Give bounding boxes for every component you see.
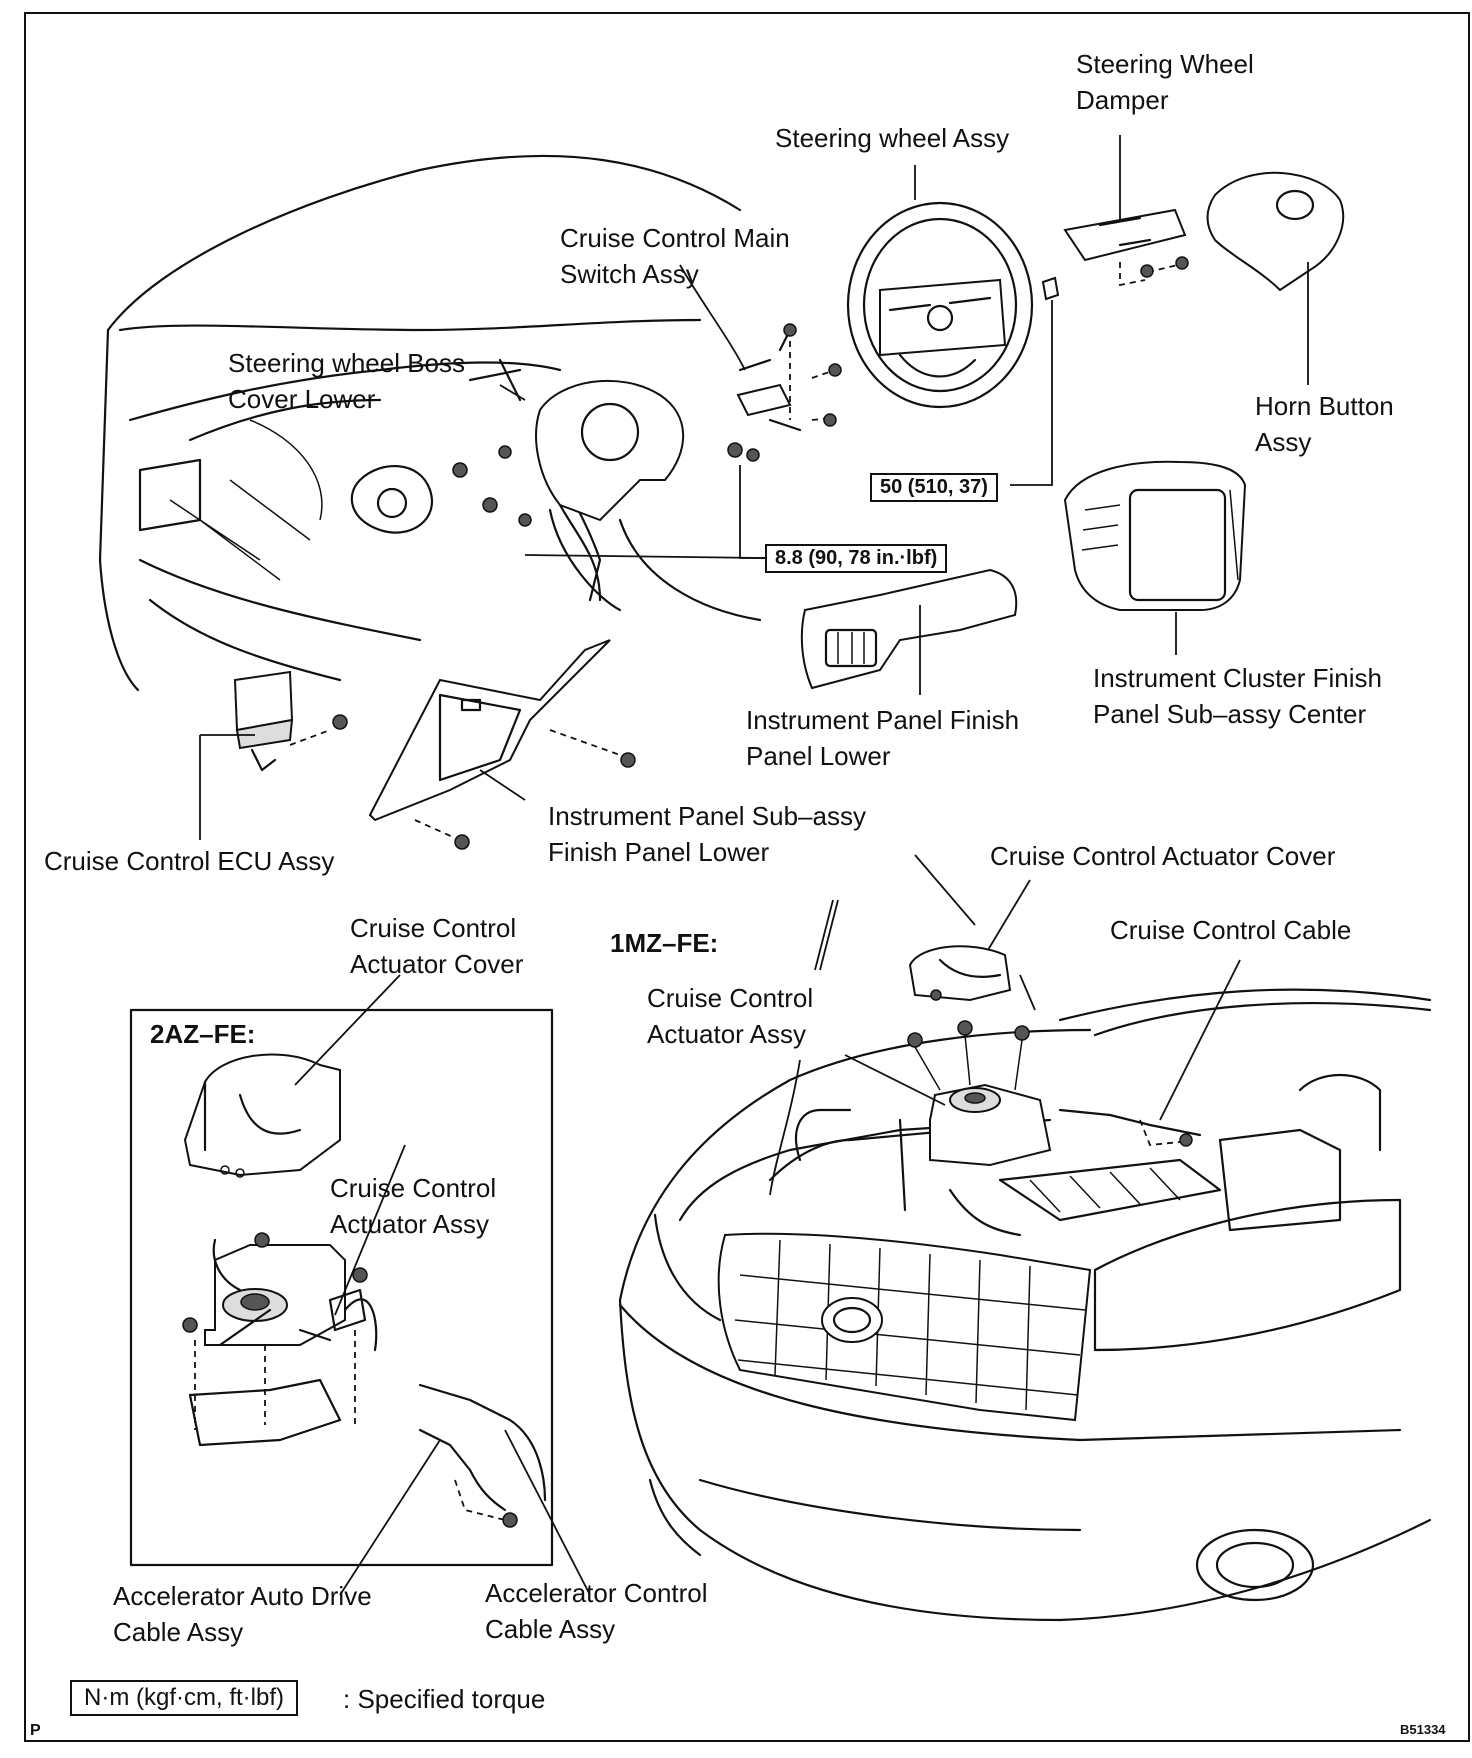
corner-mark: P	[30, 1722, 41, 1739]
leader-lines-1mz	[769, 854, 1241, 1196]
cluster-panel-drawing	[1063, 460, 1247, 611]
leader-lines-upper	[199, 135, 1309, 840]
panel-subassy-drawing	[368, 639, 611, 822]
torque-airbag-bolt: 8.8 (90, 78 in.·lbf)	[765, 544, 948, 573]
label-actuator-cover-2az: Cruise Control Actuator Cover	[350, 913, 524, 979]
leader-lines-2az	[294, 974, 591, 1596]
horn-button-drawing	[1206, 171, 1345, 292]
label-steering-wheel-damper: Steering Wheel Damper	[1076, 49, 1254, 115]
label-cluster-finish-panel: Instrument Cluster Finish Panel Sub–assy…	[1093, 663, 1382, 729]
actuator-2az-drawing	[182, 1053, 547, 1528]
label-actuator-cover-1mz: Cruise Control Actuator Cover	[990, 841, 1336, 871]
steering-wheel-drawing	[846, 201, 1034, 409]
legend-text: : Specified torque	[343, 1684, 546, 1714]
damper-drawing	[1041, 208, 1189, 301]
label-panel-subassy: Instrument Panel Sub–assy Finish Panel L…	[548, 801, 866, 867]
label-horn-button: Horn Button Assy	[1255, 391, 1394, 457]
figure-id: B51334	[1400, 1722, 1446, 1737]
label-accel-control-cable: Accelerator Control Cable Assy	[485, 1578, 708, 1644]
label-finish-panel-lower: Instrument Panel Finish Panel Lower	[746, 705, 1020, 771]
ecu-drawing	[233, 670, 348, 772]
label-steering-wheel-assy: Steering wheel Assy	[775, 123, 1010, 153]
label-steering-boss-cover: Steering wheel Boss Cover Lower	[228, 348, 466, 414]
label-engine-1mz: 1MZ–FE:	[610, 928, 719, 958]
legend-unit-box: N·m (kgf·cm, ft·lbf)	[70, 1680, 298, 1716]
label-cruise-main-switch: Cruise Control Main Switch Assy	[560, 223, 790, 289]
label-cruise-ecu: Cruise Control ECU Assy	[44, 846, 335, 876]
dash-bolts	[452, 442, 760, 527]
actuator-1mz-drawing	[907, 945, 1202, 1167]
label-engine-2az: 2AZ–FE:	[150, 1019, 256, 1049]
torque-steering-nut: 50 (510, 37)	[870, 473, 998, 502]
main-switch-drawing	[736, 323, 842, 432]
label-cruise-cable: Cruise Control Cable	[1110, 915, 1352, 945]
panel-bolts	[414, 729, 636, 850]
label-actuator-assy-2az: Cruise Control Actuator Assy	[330, 1173, 497, 1239]
diagram-frame	[24, 12, 1470, 1742]
finish-panel-lower-drawing	[800, 568, 1018, 690]
label-actuator-assy-1mz: Cruise Control Actuator Assy	[647, 983, 814, 1049]
label-accel-auto-drive-cable: Accelerator Auto Drive Cable Assy	[113, 1581, 372, 1647]
engine-2az-inset-box	[129, 1008, 554, 1567]
vehicle-front-drawing	[618, 988, 1432, 1622]
boss-cover-drawing	[535, 379, 685, 602]
